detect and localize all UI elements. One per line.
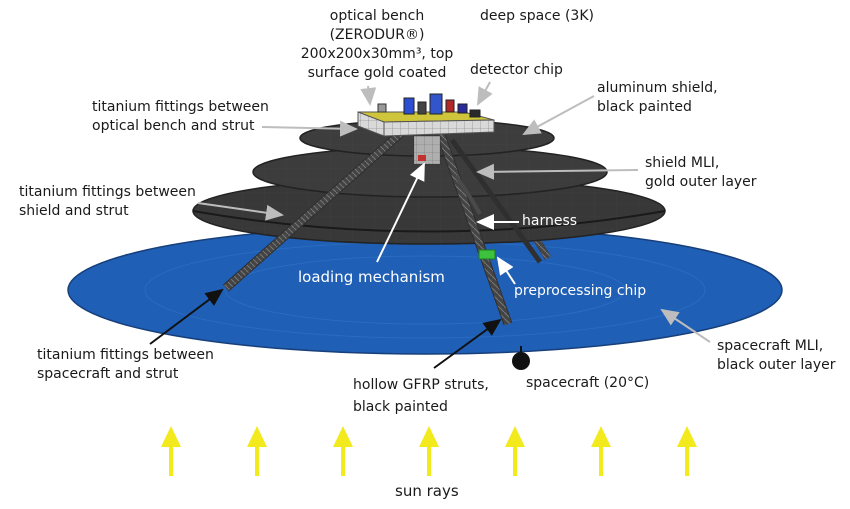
shield-mli-label: shield MLI, gold outer layer <box>645 155 757 190</box>
sun-ray-arrow <box>591 426 611 476</box>
spacecraft-mli-label: spacecraft MLI, black outer layer <box>717 338 836 373</box>
sun-ray-arrow <box>677 426 697 476</box>
sun-ray-arrows <box>161 426 697 476</box>
sun-ray-arrow <box>505 426 525 476</box>
deep-space-label: deep space (3K) <box>480 8 594 24</box>
gray-leader-arrows <box>197 81 711 343</box>
sun-ray-arrow <box>161 426 181 476</box>
black-leader-arrows <box>149 288 502 369</box>
preprocessing-chip-marker <box>478 249 496 260</box>
spacecraft-mli-disk <box>67 225 783 355</box>
loading-mechanism <box>413 135 441 165</box>
optical-bench-label: optical bench (ZERODUR®) 200x200x30mm³, … <box>300 8 454 81</box>
detector-chip-label: detector chip <box>470 62 563 78</box>
loading-mechanism-label: loading mechanism <box>298 268 445 286</box>
harness-label: harness <box>522 213 578 229</box>
sun-ray-arrow <box>419 426 439 476</box>
sun-ray-arrow <box>333 426 353 476</box>
spacecraft-body <box>512 346 530 370</box>
harness-cable <box>454 174 482 215</box>
gfrp-struts-front <box>223 128 543 326</box>
titanium-shield-strut-label: titanium fittings between shield and str… <box>19 184 196 219</box>
preprocessing-chip-label: preprocessing chip <box>514 283 647 299</box>
titanium-spacecraft-strut-label: titanium fittings between spacecraft and… <box>37 347 214 382</box>
white-leader-arrows <box>376 162 519 285</box>
sun-ray-arrow <box>247 426 267 476</box>
outer-shield <box>192 177 666 245</box>
sun-rays-label: sun rays <box>395 482 459 500</box>
spacecraft-label: spacecraft (20°C) <box>526 375 650 391</box>
aluminum-shield-label: aluminum shield, black painted <box>597 80 718 115</box>
gfrp-struts-label: hollow GFRP struts, black painted <box>353 377 489 415</box>
titanium-bench-strut-label: titanium fittings between optical bench … <box>92 99 269 134</box>
optical-bench <box>357 93 495 137</box>
